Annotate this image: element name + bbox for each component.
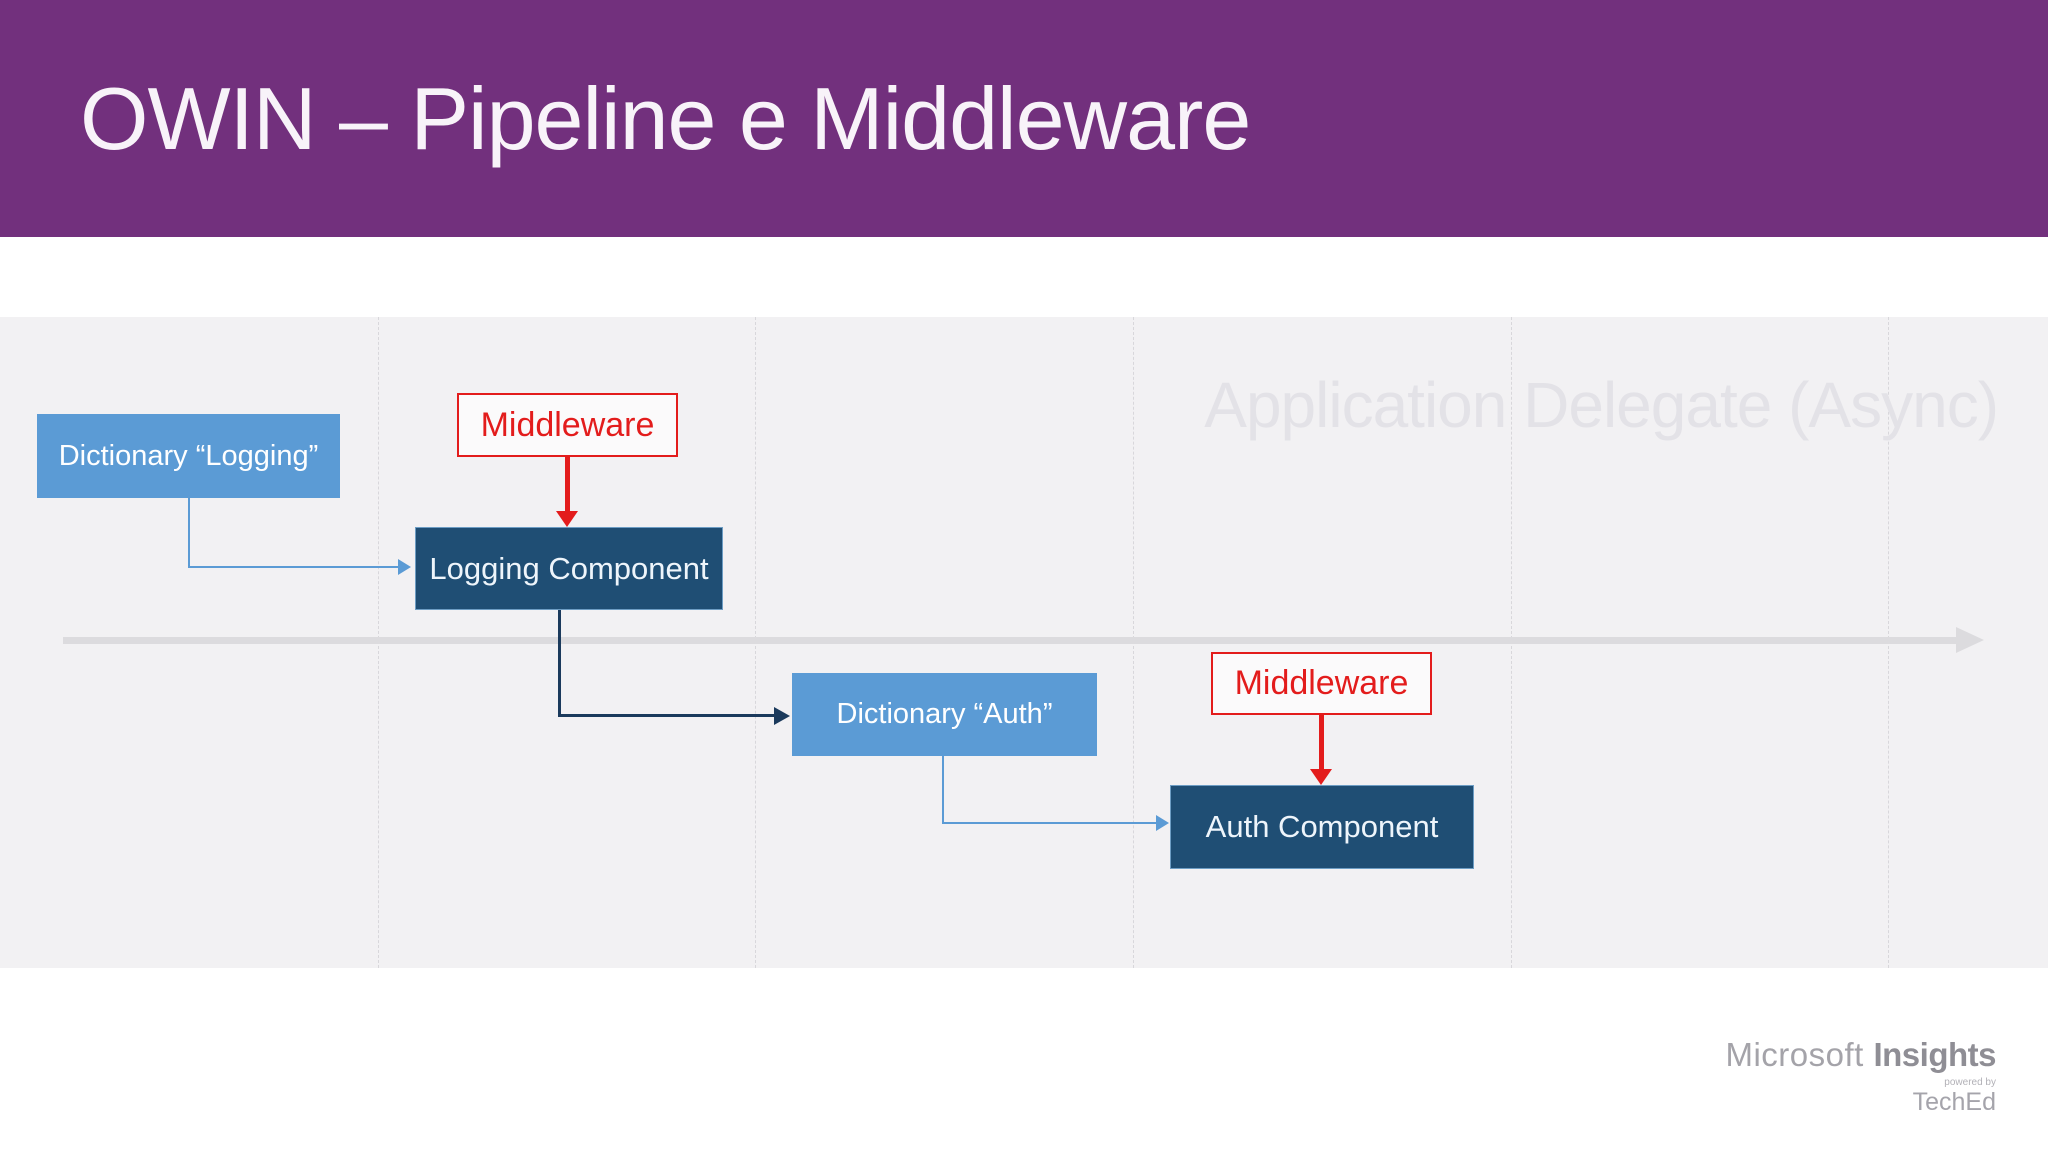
application-delegate-watermark: Application Delegate (Async) xyxy=(1204,369,1999,441)
node-middleware-auth: Middleware xyxy=(1211,652,1432,715)
connector-logging-to-dictauth xyxy=(558,714,776,717)
connector-dictlogging-to-logging xyxy=(188,566,400,568)
page-title: OWIN – Pipeline e Middleware xyxy=(80,68,1251,168)
node-auth-component: Auth Component xyxy=(1170,785,1474,869)
middleware-arrow-logging xyxy=(565,457,570,512)
node-dictionary-logging: Dictionary “Logging” xyxy=(37,414,340,498)
node-dictionary-auth: Dictionary “Auth” xyxy=(792,673,1097,756)
node-dictionary-auth-label: Dictionary “Auth” xyxy=(836,698,1053,730)
node-logging-component-label: Logging Component xyxy=(429,550,709,586)
connector-dictauth-to-auth xyxy=(942,756,944,824)
connector-dictauth-to-auth xyxy=(942,822,1158,824)
node-dictionary-logging-label: Dictionary “Logging” xyxy=(58,439,319,472)
pipeline-timeline-line xyxy=(63,637,1956,644)
arrowhead xyxy=(774,707,790,725)
connector-logging-to-dictauth xyxy=(558,610,561,717)
powered-by-text: powered by xyxy=(1944,1077,1996,1088)
arrowhead xyxy=(1156,815,1169,831)
node-auth-component-label: Auth Component xyxy=(1205,809,1439,844)
arrowhead xyxy=(1310,769,1332,785)
arrowhead xyxy=(556,511,578,527)
middleware-arrow-auth xyxy=(1319,715,1324,770)
brand-microsoft-text: Microsoft xyxy=(1725,1036,1864,1073)
node-middleware-logging: Middleware xyxy=(457,393,678,457)
brand-logo: Microsoft Insights powered by TechEd xyxy=(1725,1038,1996,1115)
brand-insights-text: Insights xyxy=(1873,1036,1996,1073)
node-middleware-logging-label: Middleware xyxy=(480,405,655,444)
brand-logo-wordmark: Microsoft Insights xyxy=(1725,1038,1996,1071)
node-middleware-auth-label: Middleware xyxy=(1234,664,1409,702)
pipeline-timeline-arrowhead xyxy=(1956,627,1984,653)
connector-dictlogging-to-logging xyxy=(188,498,190,568)
arrowhead xyxy=(398,559,411,575)
node-logging-component: Logging Component xyxy=(415,527,723,610)
slide-header-band: OWIN – Pipeline e Middleware xyxy=(0,0,2048,237)
teched-text: TechEd xyxy=(1912,1088,1996,1116)
